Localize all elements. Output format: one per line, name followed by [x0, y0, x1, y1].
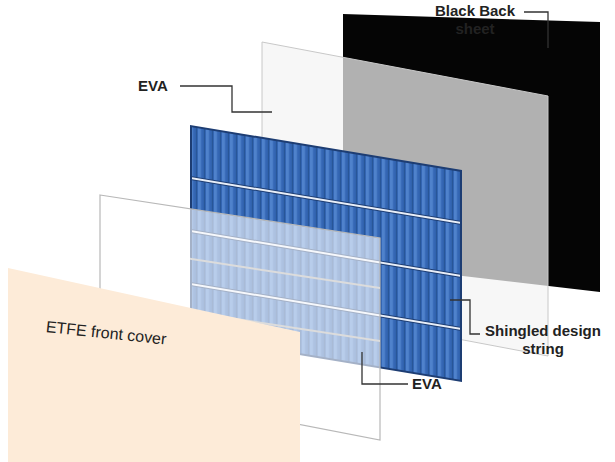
leader-line — [450, 300, 480, 334]
leader-line — [362, 352, 408, 384]
cover-shape — [8, 268, 300, 462]
leader-line — [180, 86, 272, 112]
front-cover-sheet: ETFE front cover — [0, 262, 310, 462]
layer-label: EVA — [412, 375, 442, 393]
cover-outline — [0, 262, 310, 462]
leader-line — [524, 12, 548, 48]
layer-label: Shingled design string — [480, 322, 606, 358]
layer-label: Black Back sheet — [428, 2, 522, 38]
layer-label: EVA — [138, 77, 168, 95]
